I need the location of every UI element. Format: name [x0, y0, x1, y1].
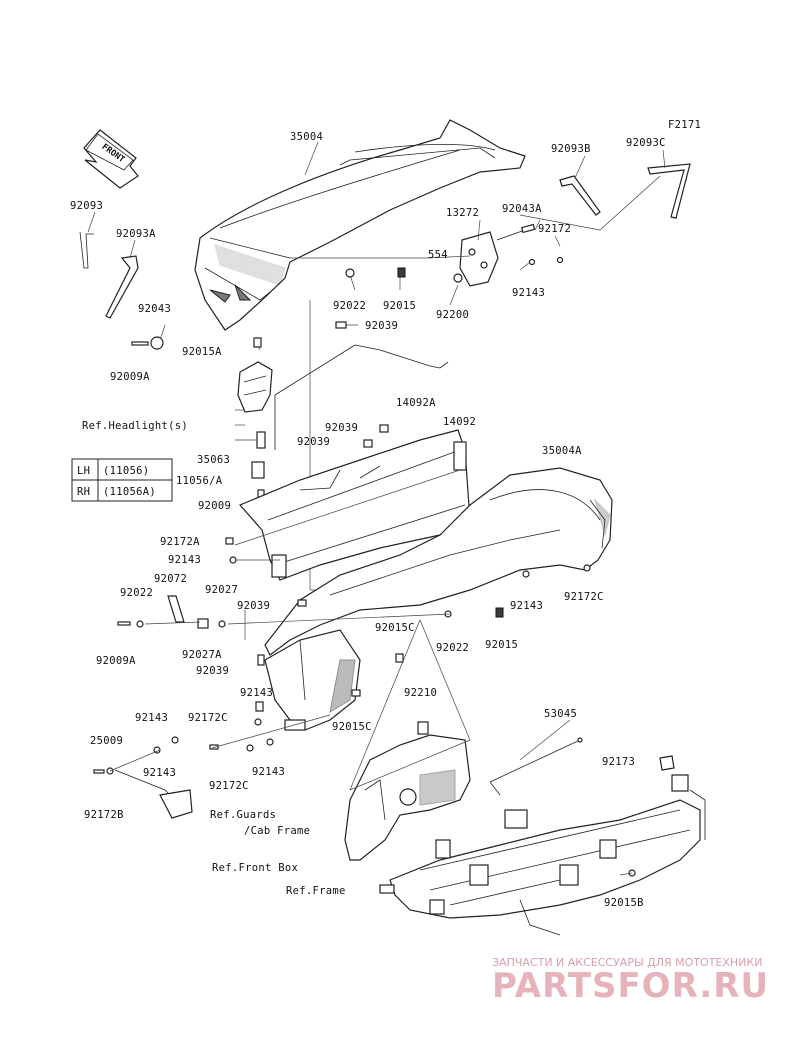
label-92015c-top: 92015C [375, 622, 415, 634]
label-92009a-top: 92009A [110, 371, 150, 383]
front-box [344, 721, 471, 861]
label-92172c-low: 92172C [209, 780, 249, 792]
label-92027: 92027 [205, 584, 238, 596]
label-92172a: 92172A [160, 536, 200, 548]
label-92039-top: 92039 [365, 320, 398, 332]
trim-92093a [105, 255, 139, 319]
label-92143-c2: 92143 [135, 712, 168, 724]
label-92015-mid: 92015 [485, 639, 518, 651]
mudguard-lower [264, 629, 361, 731]
label-92210: 92210 [404, 687, 437, 699]
label-92173: 92173 [602, 756, 635, 768]
label-92143-left: 92143 [168, 554, 201, 566]
pipe-stay-35063 [274, 344, 449, 450]
label-92093c: 92093C [626, 137, 666, 149]
label-11056a: 11056/A [176, 475, 223, 487]
label-14092: 14092 [443, 416, 476, 428]
label-25009: 25009 [90, 735, 123, 747]
lhrh-table: LH (11056) RH (11056A) [71, 458, 173, 502]
fasteners-lower [153, 424, 675, 877]
label-92009: 92009 [198, 500, 231, 512]
table-lh-code: (11056) [103, 465, 149, 477]
label-92143-d2: 92143 [252, 766, 285, 778]
label-92143-d1: 92143 [143, 767, 176, 779]
vehicle-frame [379, 774, 706, 936]
label-92039-mid2: 92039 [297, 436, 330, 448]
label-ref-cabframe: /Cab Frame [244, 825, 310, 837]
label-92143-c1: 92143 [240, 687, 273, 699]
label-92172c-right: 92172C [564, 591, 604, 603]
label-ref-frontbox: Ref.Front Box [212, 862, 298, 874]
label-35004: 35004 [290, 131, 323, 143]
label-14092a: 14092A [396, 397, 436, 409]
label-92039-low1: 92039 [237, 600, 270, 612]
label-92172: 92172 [538, 223, 571, 235]
label-92022-left: 92022 [120, 587, 153, 599]
label-92093a: 92093A [116, 228, 156, 240]
label-92015c-low: 92015C [332, 721, 372, 733]
label-92022-top: 92022 [333, 300, 366, 312]
guard-strut [93, 767, 193, 819]
headlight-bracket [237, 361, 273, 499]
trim-92093c [647, 163, 691, 219]
table-lh-side: LH [77, 465, 90, 477]
label-92200: 92200 [436, 309, 469, 321]
label-92143-top: 92143 [512, 287, 545, 299]
bracket-13272 [459, 223, 536, 287]
table-rh-code: (11056A) [103, 486, 156, 498]
clip-92072 [117, 537, 237, 629]
label-53045: 53045 [544, 708, 577, 720]
label-92015b: 92015B [604, 897, 644, 909]
fender-35004a [264, 467, 613, 656]
label-ref-headlight: Ref.Headlight(s) [82, 420, 188, 432]
label-ref-guards: Ref.Guards [210, 809, 276, 821]
label-92093: 92093 [70, 200, 103, 212]
label-92009a-low: 92009A [96, 655, 136, 667]
trim-92093 [79, 231, 94, 269]
label-13272: 13272 [446, 207, 479, 219]
trim-92093b [559, 175, 601, 216]
label-92043a: 92043A [502, 203, 542, 215]
label-554: 554 [428, 249, 448, 261]
watermark-tagline: ЗАПЧАСТИ И АКСЕССУАРЫ ДЛЯ МОТОТЕХНИКИ [492, 956, 762, 969]
label-92143-right: 92143 [510, 600, 543, 612]
label-92027a: 92027A [182, 649, 222, 661]
front-fender-35004 [194, 119, 526, 331]
label-92172c-mid: 92172C [188, 712, 228, 724]
label-92039-mid1: 92039 [325, 422, 358, 434]
label-ref-frame: Ref.Frame [286, 885, 346, 897]
label-92072: 92072 [154, 573, 187, 585]
label-92172b: 92172B [84, 809, 124, 821]
fasteners-top [131, 256, 564, 350]
diagram-code: F2171 [668, 119, 701, 131]
watermark-brand: PARTSFOR.RU [492, 966, 769, 1006]
label-35004a: 35004A [542, 445, 582, 457]
watermark: ЗАПЧАСТИ И АКСЕССУАРЫ ДЛЯ МОТОТЕХНИКИ PA… [492, 956, 769, 1006]
table-rh-side: RH [77, 486, 90, 498]
label-92015-top: 92015 [383, 300, 416, 312]
label-92093b: 92093B [551, 143, 591, 155]
label-92022-mid: 92022 [436, 642, 469, 654]
label-92039-low2: 92039 [196, 665, 229, 677]
label-35063: 35063 [197, 454, 230, 466]
label-92043: 92043 [138, 303, 171, 315]
part-labels: 35004 92093 92093A 92093B 92093C 13272 9… [70, 131, 666, 909]
label-92015a: 92015A [182, 346, 222, 358]
guide-lines-lower [109, 469, 633, 876]
rod-53045 [489, 737, 583, 796]
front-arrow-icon: FRONT [83, 129, 139, 189]
